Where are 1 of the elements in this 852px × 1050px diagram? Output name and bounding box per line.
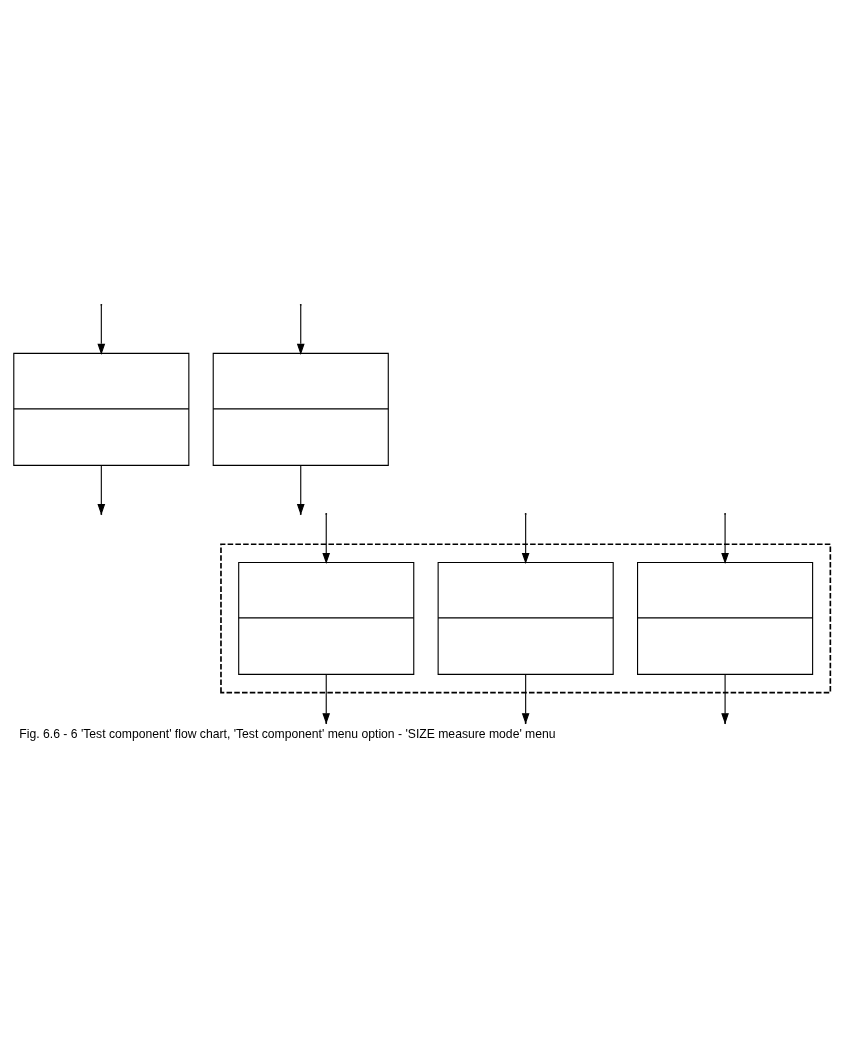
- caption: Fig. 6.6 - 6 'Test component' flow chart, 'Test component' menu option - 'SIZE measure mode' menu: [18, 726, 556, 741]
